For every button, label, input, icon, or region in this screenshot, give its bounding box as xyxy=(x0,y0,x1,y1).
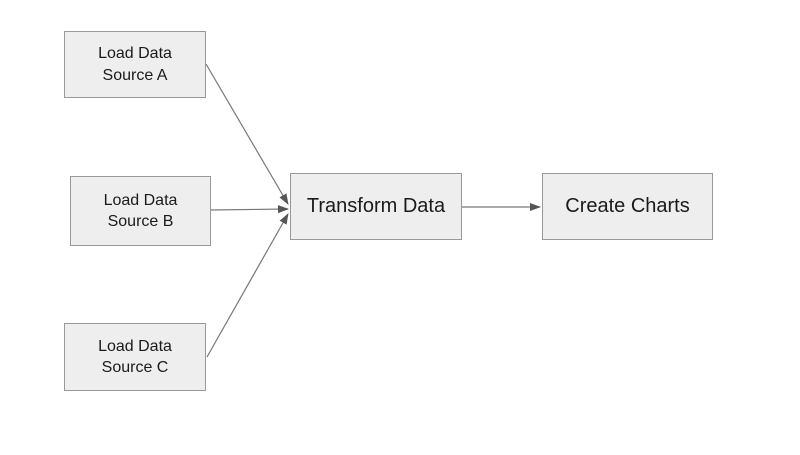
edge-source-c-to-transform xyxy=(206,213,289,358)
edge-source-a-to-transform xyxy=(205,63,289,205)
node-load-data-source-a: Load Data Source A xyxy=(64,31,206,98)
node-load-data-source-a-label: Load Data Source A xyxy=(98,45,172,84)
node-load-data-source-b: Load Data Source B xyxy=(70,176,211,246)
edge-source-b-to-transform xyxy=(210,205,289,214)
node-load-data-source-c: Load Data Source C xyxy=(64,323,206,391)
node-load-data-source-c-label: Load Data Source C xyxy=(98,337,172,376)
node-create-charts-label: Create Charts xyxy=(565,195,690,218)
node-load-data-source-b-label: Load Data Source B xyxy=(103,191,178,230)
node-transform-data: Transform Data xyxy=(290,173,462,240)
node-create-charts: Create Charts xyxy=(542,173,713,240)
node-transform-data-label: Transform Data xyxy=(306,195,446,218)
